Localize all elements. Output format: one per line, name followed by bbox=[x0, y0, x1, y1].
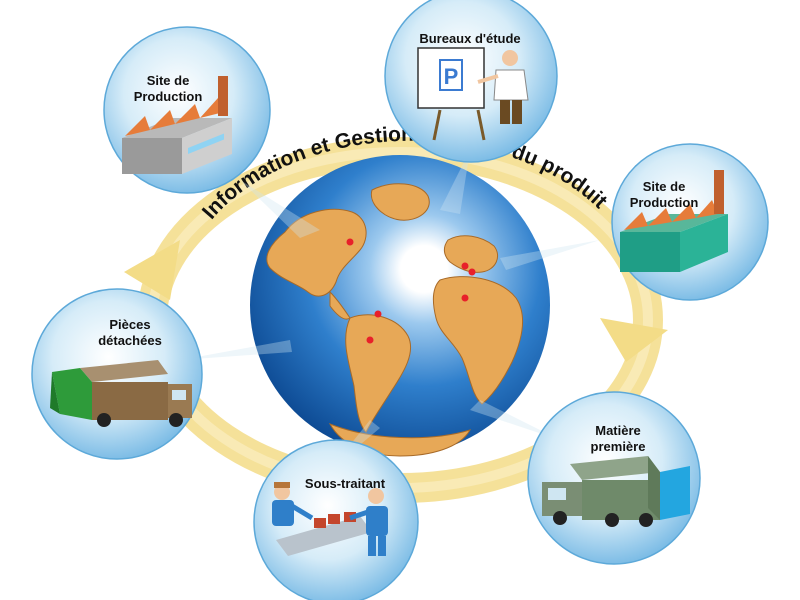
label-matiere-premiere: Matière première bbox=[590, 423, 646, 454]
label-sous-traitant: Sous-traitant bbox=[304, 476, 386, 491]
label-site-production-right: Site de Production bbox=[629, 179, 699, 210]
continent-north-america bbox=[266, 208, 367, 297]
delivery-truck-icon bbox=[50, 360, 192, 427]
factory-icon bbox=[620, 170, 728, 272]
label-site-production-left: Site de Production bbox=[133, 73, 203, 104]
continent-africa bbox=[432, 276, 524, 405]
node-sous-traitant bbox=[253, 439, 419, 600]
site-marker bbox=[461, 294, 469, 302]
workers-conveyor-icon bbox=[272, 482, 388, 556]
delivery-truck-icon bbox=[542, 456, 690, 527]
continent-south-america bbox=[345, 314, 412, 433]
site-marker bbox=[374, 310, 382, 318]
factory-icon bbox=[122, 76, 232, 174]
engineer-drawing-board-icon: P bbox=[417, 47, 529, 141]
site-marker bbox=[461, 262, 469, 270]
site-marker bbox=[468, 268, 476, 276]
node-matiere-premiere bbox=[527, 391, 701, 565]
label-pieces-detachees: Pièces détachées bbox=[98, 317, 162, 348]
node-bureaux-etude: P bbox=[384, 0, 558, 163]
globe bbox=[250, 155, 550, 457]
ring-arrow-right-icon bbox=[600, 318, 668, 362]
site-marker bbox=[346, 238, 354, 246]
continent-greenland bbox=[370, 183, 430, 221]
continent-europe bbox=[443, 235, 498, 273]
ring-arrow-left-icon bbox=[124, 240, 180, 300]
node-pieces-detachees bbox=[31, 288, 203, 460]
board-letter: P bbox=[444, 64, 459, 89]
node-site-production-left bbox=[103, 26, 271, 194]
node-site-production-right bbox=[611, 143, 769, 301]
label-bureaux-etude: Bureaux d'étude bbox=[419, 31, 521, 46]
site-marker bbox=[366, 336, 374, 344]
